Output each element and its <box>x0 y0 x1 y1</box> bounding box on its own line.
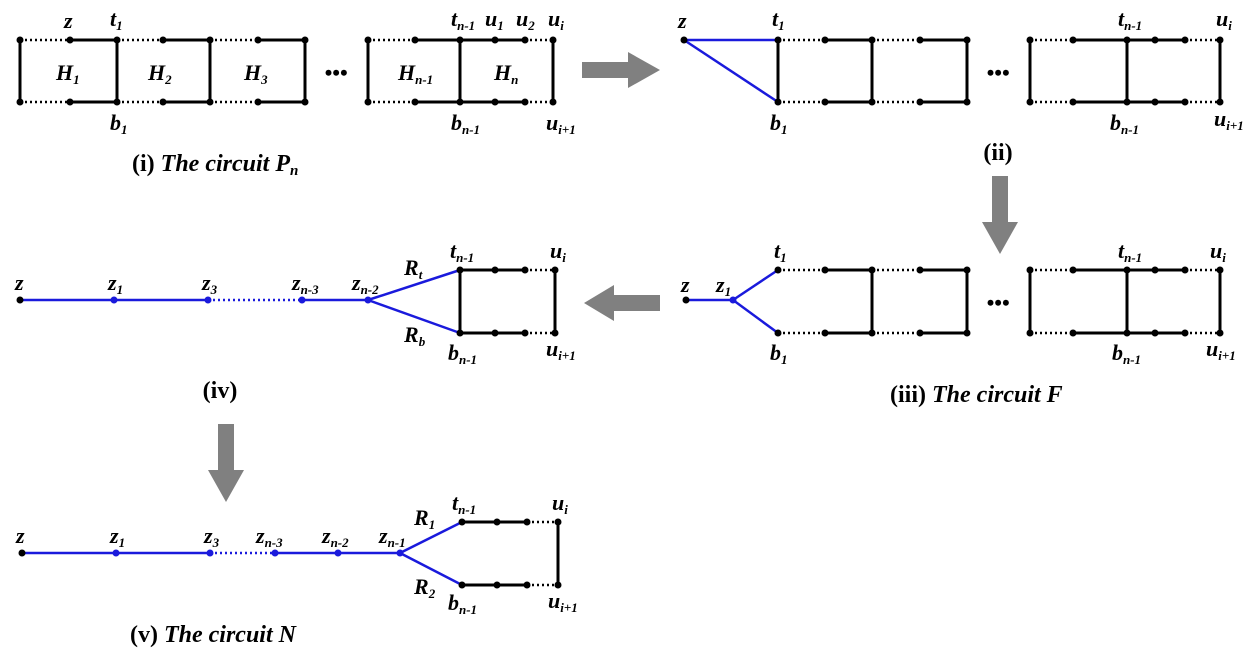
panel-iii-nodes <box>682 266 1224 337</box>
arrow-down-2 <box>208 424 244 502</box>
panel-v-caption: (v) The circuit N <box>130 622 298 648</box>
label-z: z <box>14 270 24 295</box>
label-ui: ui <box>1216 6 1232 33</box>
label-bn-1: bn-1 <box>1110 110 1139 137</box>
label-tn-1: tn-1 <box>1118 6 1142 33</box>
label-u2: u2 <box>516 6 535 33</box>
panel-i-nodes <box>16 36 557 106</box>
label-zn-3: zn-3 <box>255 523 283 550</box>
label-ui+1: ui+1 <box>548 588 578 615</box>
label-t1: t1 <box>110 6 123 33</box>
panel-iv-nodes <box>16 266 559 337</box>
label-tn-1: tn-1 <box>450 238 474 265</box>
label-rb: Rb <box>403 322 426 349</box>
label-h3: H3 <box>243 60 268 87</box>
label-r1: R1 <box>413 505 435 532</box>
label-h2: H2 <box>147 60 172 87</box>
label-ui+1: ui+1 <box>546 336 576 363</box>
panel-i-caption: (i) The circuit Pn <box>132 151 298 179</box>
panel-iv: z z1 z3 zn-3 zn-2 Rt Rb tn-1 bn-1 ui ui+… <box>14 238 576 404</box>
label-bn-1: bn-1 <box>451 110 480 137</box>
label-zn-2: zn-2 <box>321 523 349 550</box>
label-ui+1: ui+1 <box>1214 106 1244 133</box>
panel-iii-caption: (iii) The circuit F <box>890 382 1063 408</box>
label-z1: z1 <box>715 272 731 299</box>
label-bn-1: bn-1 <box>1112 340 1141 367</box>
label-r2: R2 <box>413 574 436 601</box>
panel-ii-nodes <box>680 36 1224 106</box>
label-ui: ui <box>550 238 566 265</box>
label-ui: ui <box>548 6 564 33</box>
panel-ii: ••• z t1 b1 tn-1 bn-1 ui ui+1 (ii) <box>677 6 1244 166</box>
label-t1: t1 <box>772 6 785 33</box>
label-u1: u1 <box>485 6 504 33</box>
label-z: z <box>677 8 687 33</box>
label-b1: b1 <box>770 110 788 137</box>
panel-iii-circuit-f: ••• z z1 t1 b1 tn-1 bn-1 ui ui+1 (iii) T… <box>680 238 1236 408</box>
label-bn-1: bn-1 <box>448 590 477 617</box>
label-ui: ui <box>552 490 568 517</box>
label-ui+1: ui+1 <box>546 110 576 137</box>
label-z: z <box>680 272 690 297</box>
arrow-left-1 <box>584 285 660 321</box>
label-ui: ui <box>1210 238 1226 265</box>
panel-ii-caption: (ii) <box>983 140 1012 166</box>
label-zn-1: zn-1 <box>378 523 406 550</box>
label-tn-1: tn-1 <box>1118 238 1142 265</box>
label-h1: H1 <box>55 60 80 87</box>
label-z3: z3 <box>201 270 218 297</box>
label-bn-1: bn-1 <box>448 340 477 367</box>
panel-v-nodes <box>18 518 562 589</box>
label-hn-1: Hn-1 <box>397 60 433 87</box>
label-z3: z3 <box>203 523 220 550</box>
panel-ii-ellipsis: ••• <box>986 60 1009 85</box>
label-b1: b1 <box>110 110 128 137</box>
arrow-right-1 <box>582 52 660 88</box>
panel-iv-caption: (iv) <box>203 378 238 404</box>
label-z: z <box>63 8 73 33</box>
label-ui+1: ui+1 <box>1206 336 1236 363</box>
label-z: z <box>15 523 25 548</box>
label-zn-2: zn-2 <box>351 270 379 297</box>
label-z1: z1 <box>109 523 125 550</box>
label-z1: z1 <box>107 270 123 297</box>
panel-i-circuit-pn: ••• z t1 b1 H1 H2 H3 Hn-1 Hn tn-1 u1 u2 … <box>16 6 576 179</box>
panel-v-circuit-n: z z1 z3 zn-3 zn-2 zn-1 R1 R2 tn-1 bn-1 u… <box>15 490 578 648</box>
label-t1: t1 <box>774 238 787 265</box>
arrow-down-1 <box>982 176 1018 254</box>
label-tn-1: tn-1 <box>452 490 476 517</box>
label-zn-3: zn-3 <box>291 270 319 297</box>
label-rt: Rt <box>403 255 423 282</box>
label-b1: b1 <box>770 340 788 367</box>
panel-i-ellipsis: ••• <box>324 60 347 85</box>
label-tn-1: tn-1 <box>451 6 475 33</box>
panel-iii-ellipsis: ••• <box>986 290 1009 315</box>
label-hn: Hn <box>493 60 518 87</box>
